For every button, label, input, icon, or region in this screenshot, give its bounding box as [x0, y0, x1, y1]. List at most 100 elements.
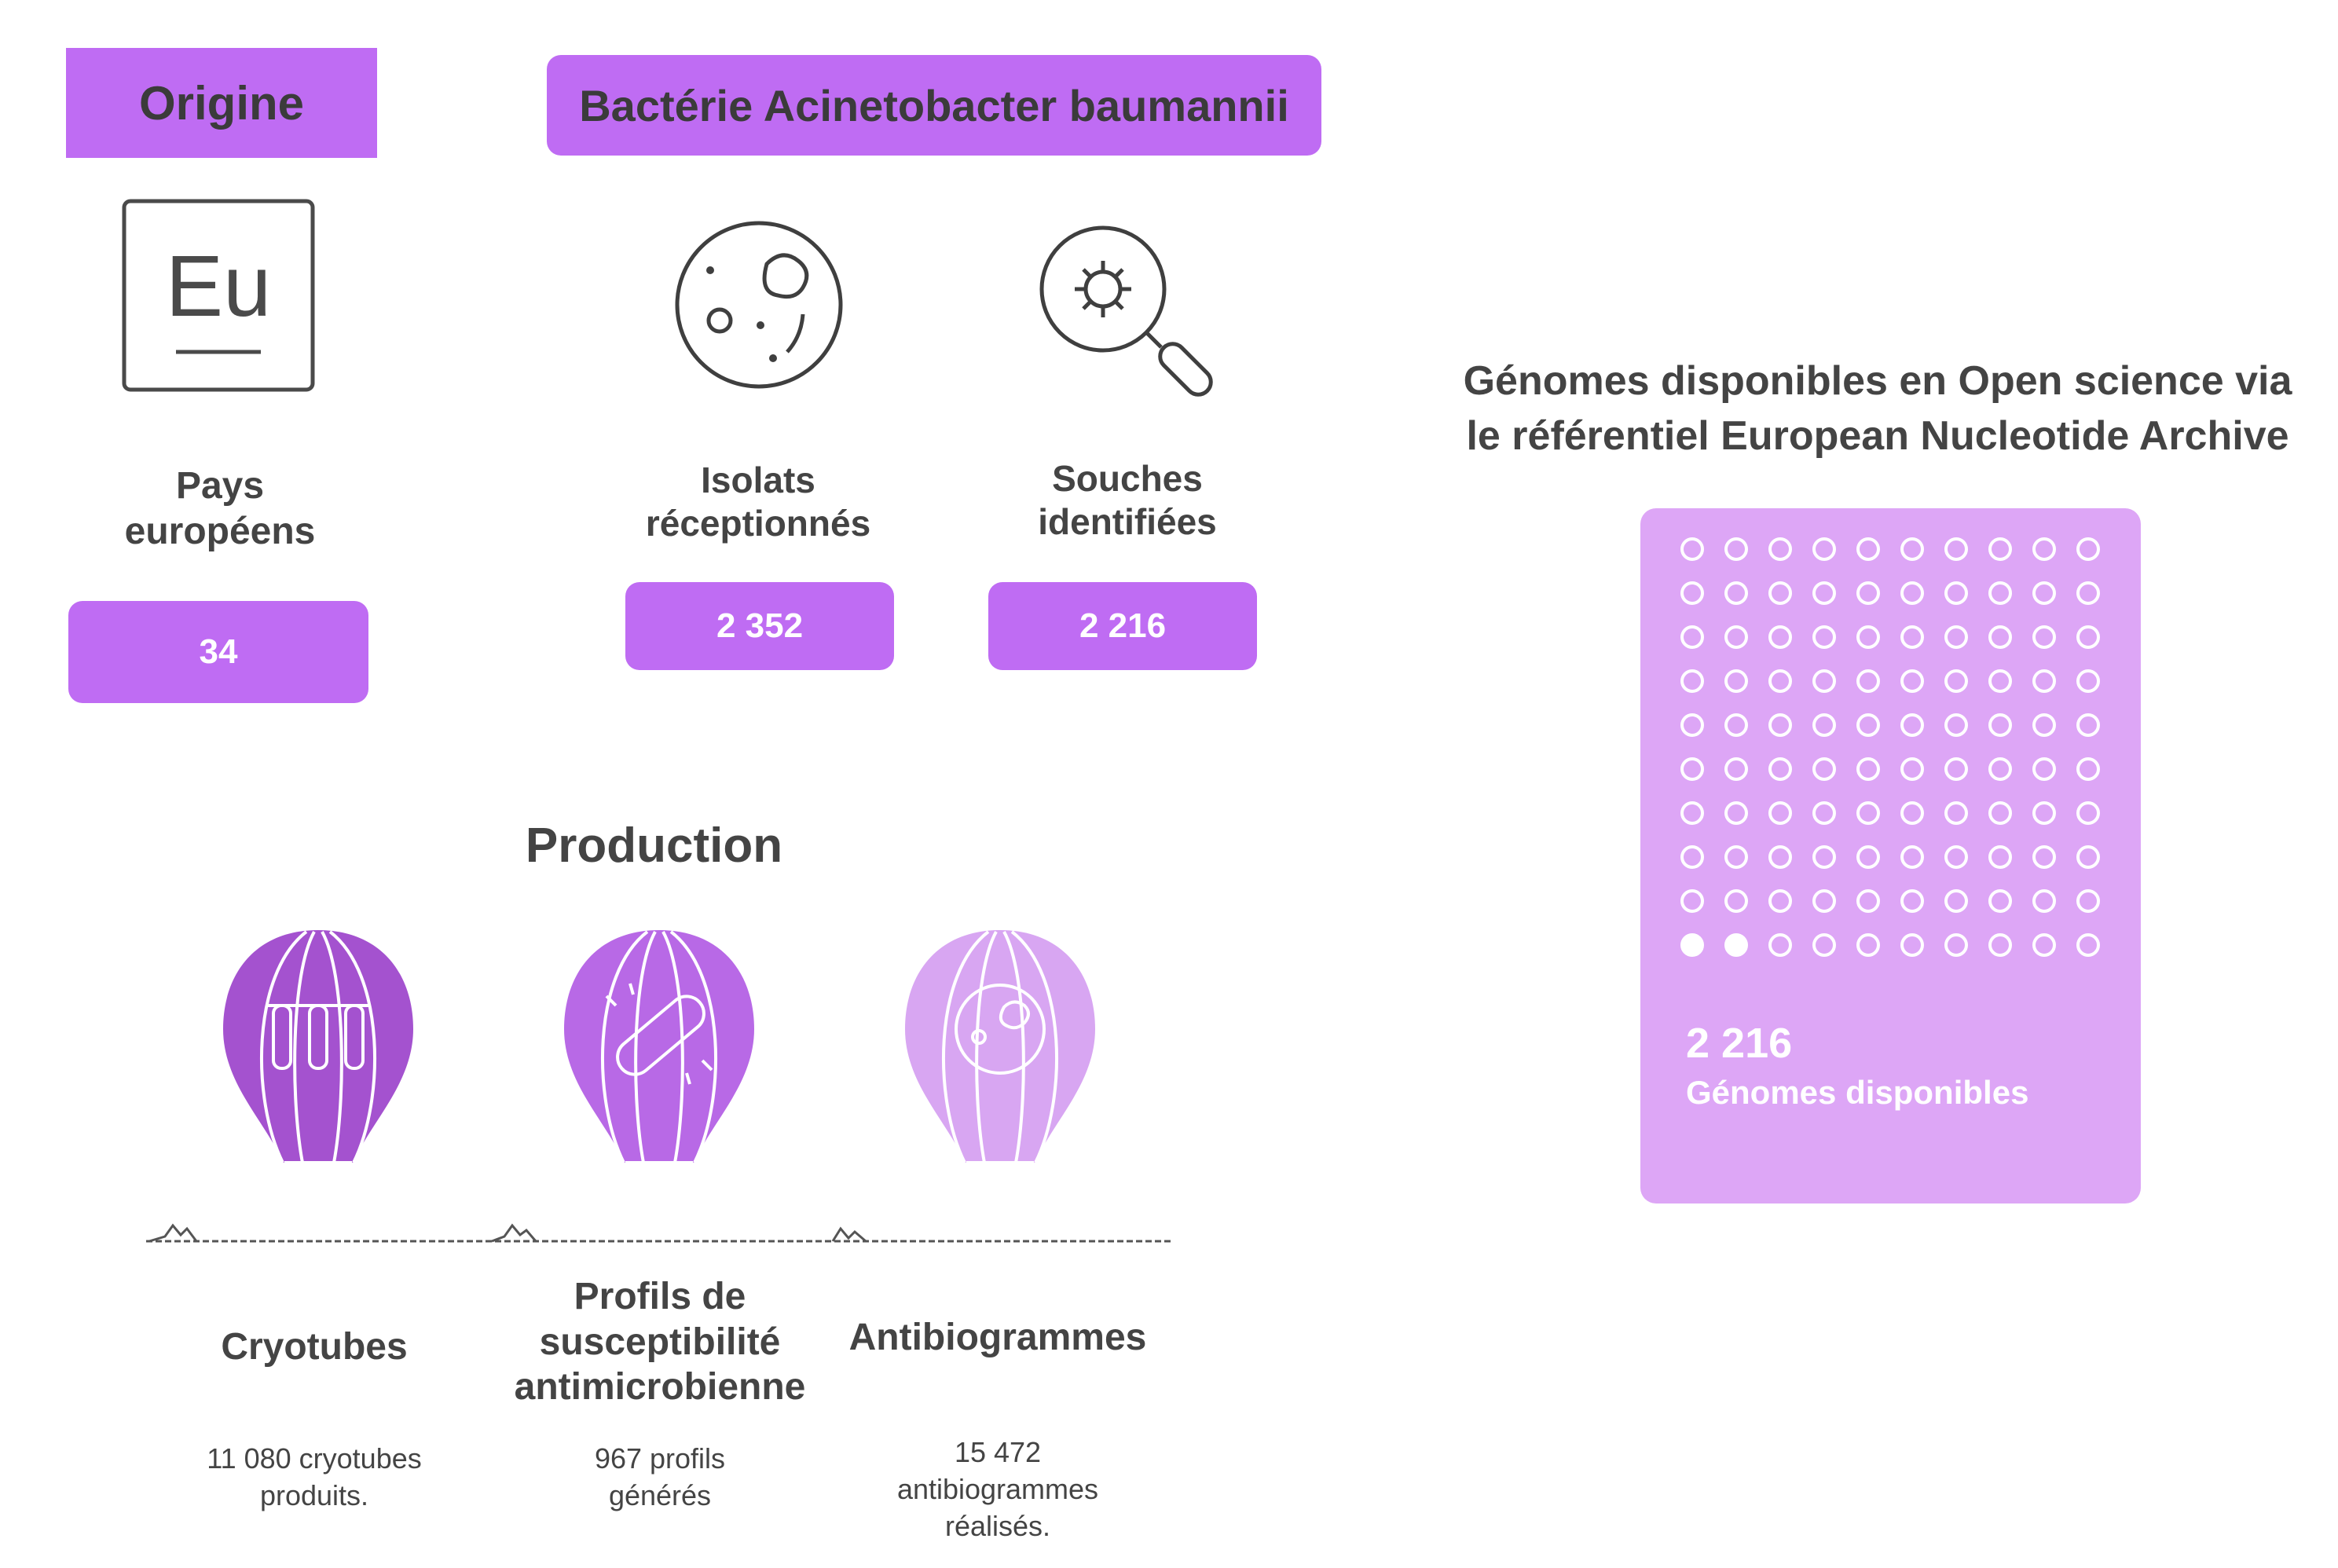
- genome-dot: [1680, 669, 1704, 693]
- genome-dot: [1724, 713, 1748, 737]
- balloon-bacteria-icon: [561, 927, 757, 1186]
- genome-dot: [1988, 757, 2012, 781]
- genome-dot: [1812, 581, 1836, 605]
- genome-dot: [1812, 845, 1836, 869]
- genome-dot: [2032, 845, 2056, 869]
- origine-tag: Origine: [66, 48, 377, 158]
- genome-dot: [2032, 669, 2056, 693]
- profils-desc: 967 profils générés: [594, 1442, 726, 1511]
- genome-dot: [1944, 625, 1968, 649]
- genome-dot: [1680, 581, 1704, 605]
- genome-dot: [1988, 801, 2012, 825]
- eu-flag-icon: Eu: [121, 198, 316, 393]
- genome-dot: [1724, 845, 1748, 869]
- production-title: Production: [525, 819, 783, 873]
- magnifier-icon: [1035, 222, 1216, 402]
- antibiogrammes-desc: 15 472 antibiogrammes réalisés.: [896, 1436, 1099, 1542]
- genome-dot: [1944, 537, 1968, 561]
- isolats-value: 2 352: [625, 582, 894, 670]
- eu-icon-text: Eu: [166, 238, 272, 335]
- origine-label: Pays européens: [124, 465, 316, 552]
- genome-dot: [1988, 933, 2012, 957]
- genome-dot: [1724, 537, 1748, 561]
- genome-dot: [1856, 669, 1880, 693]
- genome-dot: [1680, 801, 1704, 825]
- genome-dot: [1856, 757, 1880, 781]
- genome-dot: [1768, 669, 1792, 693]
- genome-dot: [1988, 537, 2012, 561]
- genome-dot-filled: [1680, 933, 1704, 957]
- genome-dot: [1900, 625, 1924, 649]
- genome-dot: [1856, 801, 1880, 825]
- genome-dot: [2076, 801, 2100, 825]
- genome-dot: [2032, 625, 2056, 649]
- genome-dot: [2076, 581, 2100, 605]
- genome-dot: [1768, 757, 1792, 781]
- profils-label: Profils de susceptibilité antimicrobienn…: [514, 1276, 806, 1409]
- genome-dot: [1988, 581, 2012, 605]
- cryotubes-desc: 11 080 cryotubes produits.: [207, 1442, 422, 1511]
- genome-dot: [2032, 801, 2056, 825]
- genome-dot: [1768, 845, 1792, 869]
- genome-dot: [1680, 757, 1704, 781]
- genomes-dot-grid: [1680, 537, 2100, 957]
- genome-dot: [1988, 713, 2012, 737]
- souches-value: 2 216: [988, 582, 1257, 670]
- genome-dot: [1768, 537, 1792, 561]
- genome-dot: [1768, 625, 1792, 649]
- genome-dot: [1724, 669, 1748, 693]
- genome-dot: [1900, 669, 1924, 693]
- genome-dot: [1768, 581, 1792, 605]
- genome-dot: [2076, 845, 2100, 869]
- genome-dot: [1812, 933, 1836, 957]
- genome-dot: [1768, 713, 1792, 737]
- genome-dot: [2032, 713, 2056, 737]
- genome-dot: [1900, 581, 1924, 605]
- genome-dot: [2076, 757, 2100, 781]
- genome-dot: [1900, 889, 1924, 913]
- genome-dot: [1944, 669, 1968, 693]
- genome-dot: [1856, 845, 1880, 869]
- genome-dot: [1768, 889, 1792, 913]
- genome-dot: [1812, 537, 1836, 561]
- genome-dot: [1988, 889, 2012, 913]
- genome-dot: [1856, 889, 1880, 913]
- genome-dot: [2032, 537, 2056, 561]
- genome-dot: [1900, 757, 1924, 781]
- genome-dot: [1812, 713, 1836, 737]
- genome-dot: [1856, 537, 1880, 561]
- genome-dot: [2076, 713, 2100, 737]
- genome-dot: [1768, 933, 1792, 957]
- cryotubes-label: Cryotubes: [221, 1326, 408, 1368]
- genome-dot: [1724, 625, 1748, 649]
- genome-dot: [1724, 581, 1748, 605]
- genome-dot: [2032, 889, 2056, 913]
- genome-dot: [1812, 757, 1836, 781]
- genome-dot-filled: [1724, 933, 1748, 957]
- genome-dot: [1856, 625, 1880, 649]
- genome-dot: [1812, 801, 1836, 825]
- genome-dot: [1724, 757, 1748, 781]
- genomes-value: 2 216: [1686, 1020, 1793, 1067]
- genome-dot: [1988, 669, 2012, 693]
- genome-dot: [1812, 669, 1836, 693]
- genome-dot: [1988, 625, 2012, 649]
- genome-dot: [1856, 933, 1880, 957]
- genome-dot: [1944, 889, 1968, 913]
- genome-dot: [1900, 537, 1924, 561]
- petri-dish-icon: [672, 218, 845, 391]
- genome-dot: [1680, 845, 1704, 869]
- genome-dot: [1768, 801, 1792, 825]
- genome-dot: [2076, 537, 2100, 561]
- genome-dot: [2076, 669, 2100, 693]
- genome-dot: [2032, 933, 2056, 957]
- genome-dot: [1680, 625, 1704, 649]
- genome-dot: [1900, 713, 1924, 737]
- genome-dot: [1944, 581, 1968, 605]
- genome-dot: [1680, 537, 1704, 561]
- genome-dot: [2076, 933, 2100, 957]
- genomes-title: Génomes disponibles en Open science via …: [1463, 358, 2292, 460]
- genome-dot: [1812, 889, 1836, 913]
- genome-dot: [2032, 757, 2056, 781]
- genome-dot: [1944, 801, 1968, 825]
